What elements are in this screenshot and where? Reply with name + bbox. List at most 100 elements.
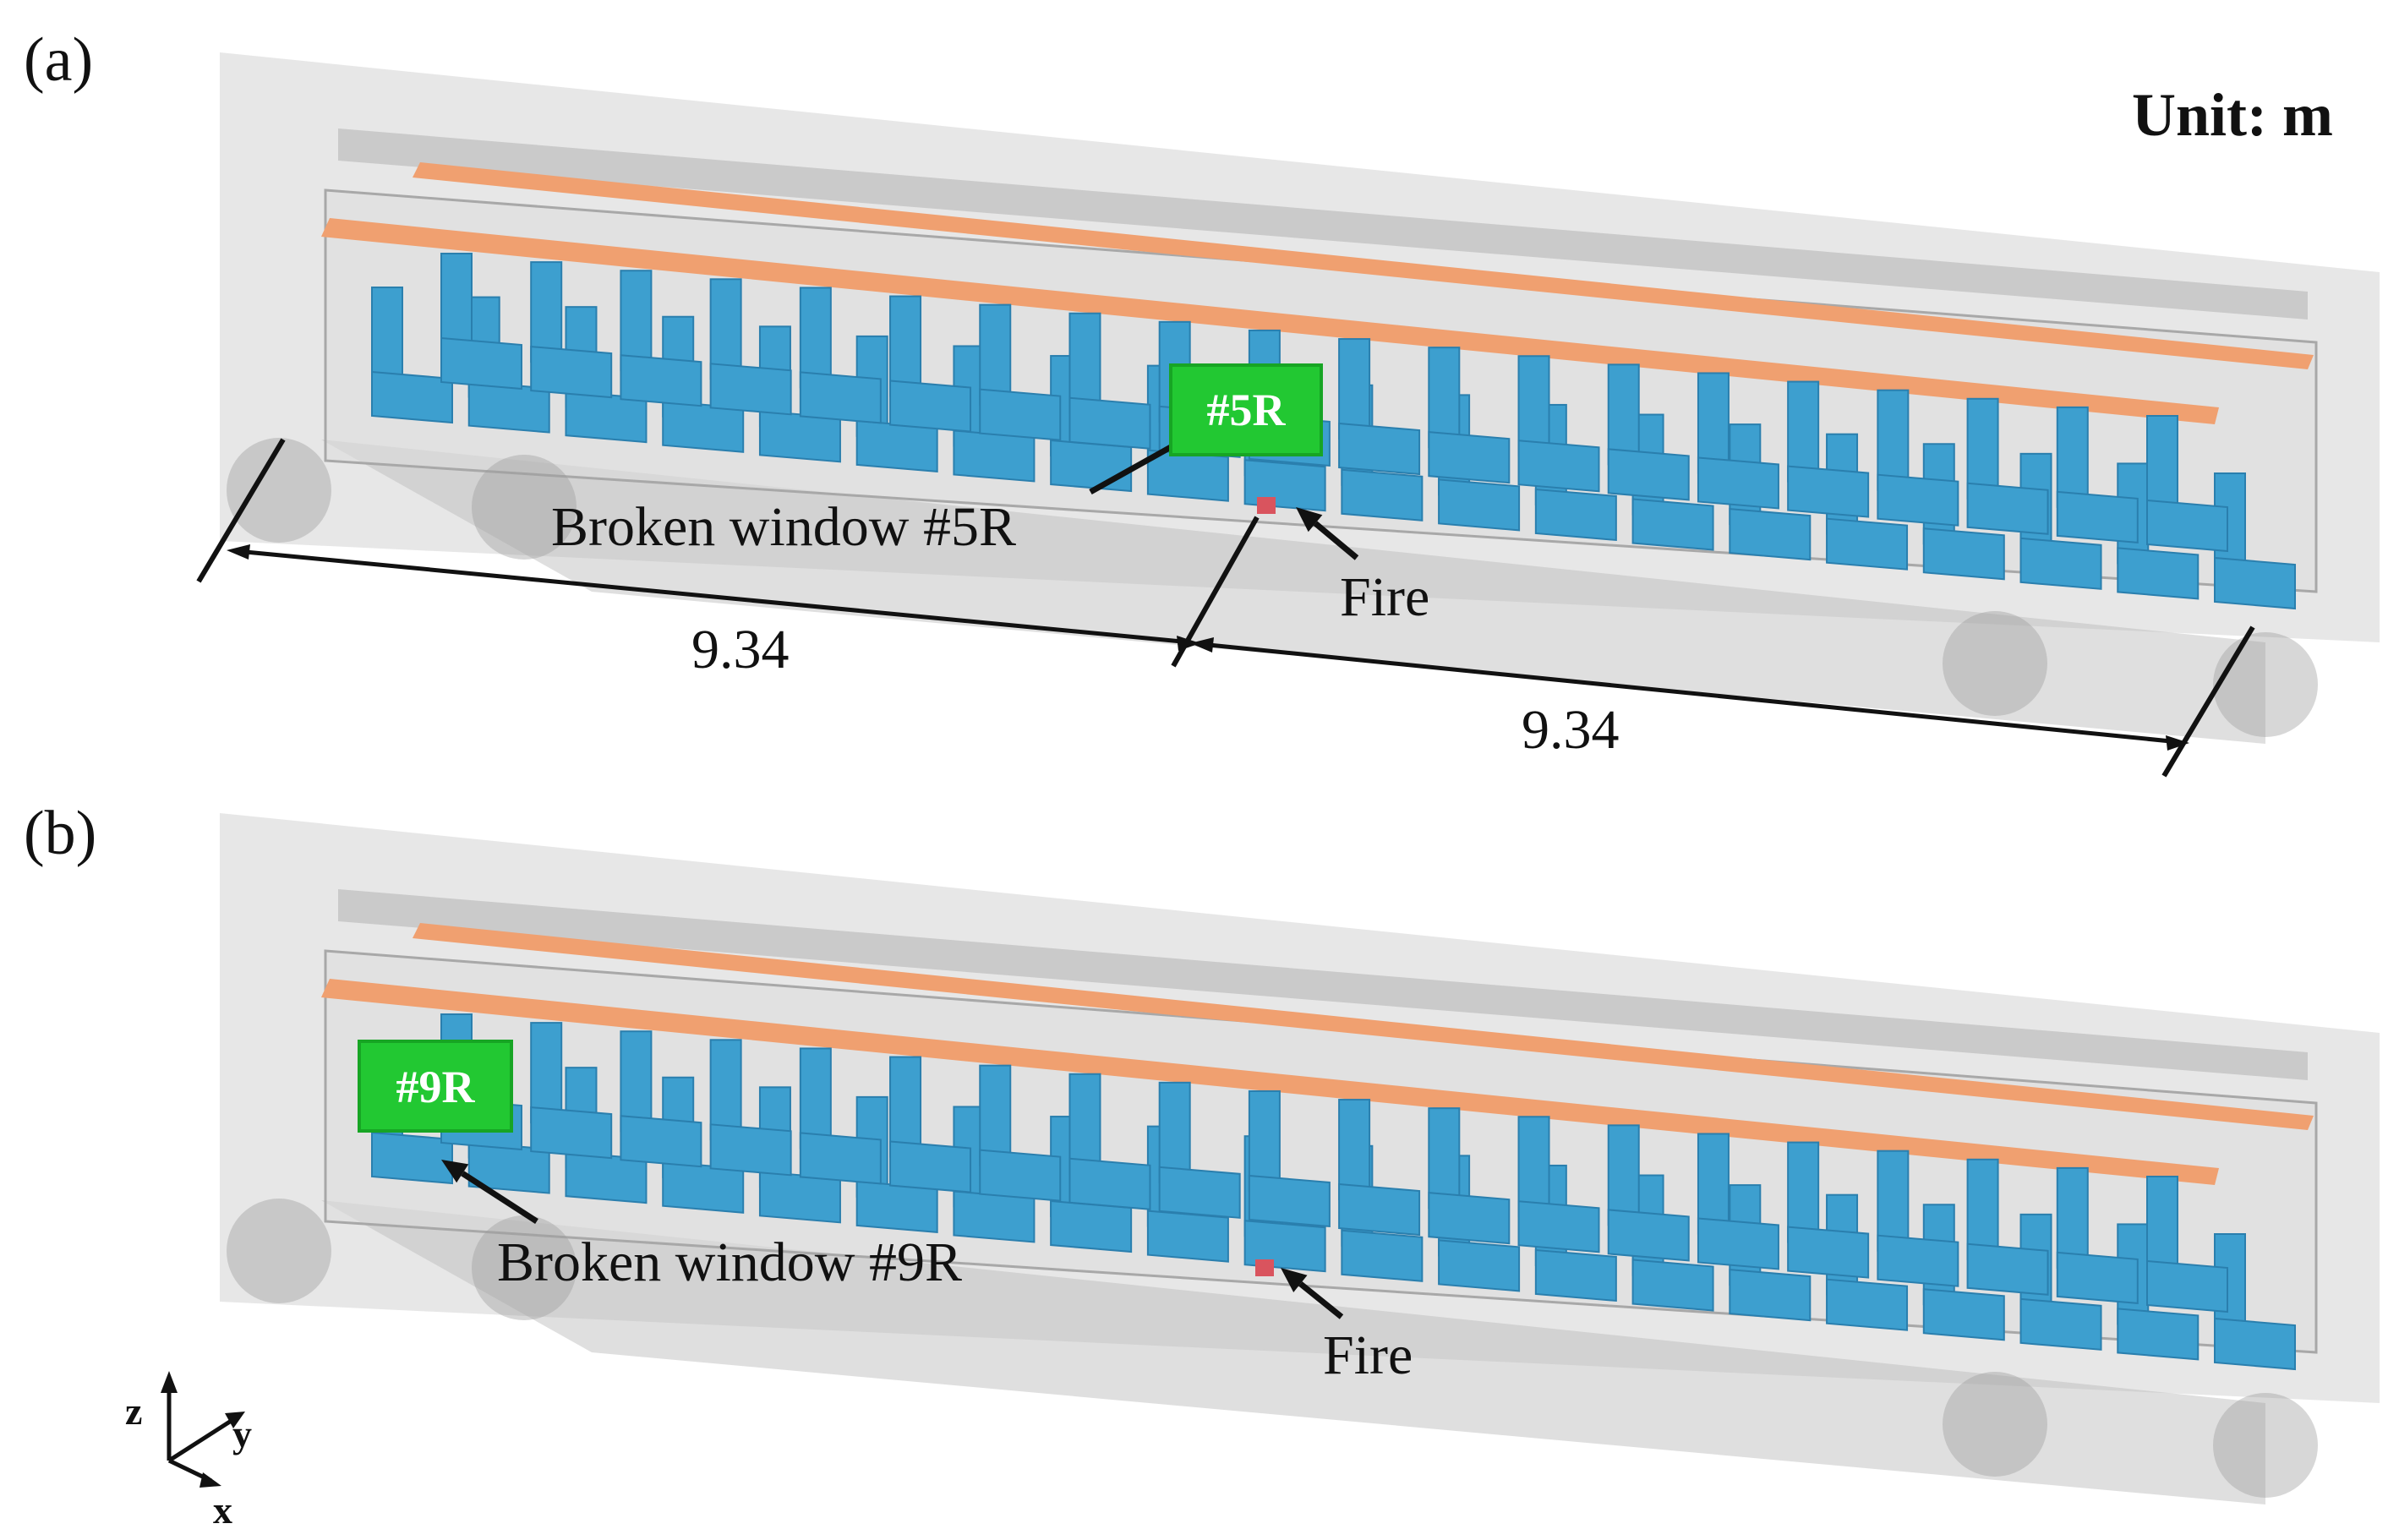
seat-cushion: [1787, 1226, 1870, 1279]
ceiling-strip-back-a: [413, 162, 2314, 369]
car-skirt-a: [321, 440, 2265, 744]
seat-cushion: [1826, 1278, 1909, 1331]
seat: [1697, 372, 1779, 510]
seat-back: [1607, 363, 1640, 466]
seat-cushion: [1922, 527, 2005, 581]
car-skirt-b: [321, 1200, 2265, 1505]
seat-cushion: [1438, 1239, 1521, 1292]
seat-cushion: [1534, 488, 1617, 542]
seat-back: [440, 253, 473, 354]
seat: [1248, 1089, 1331, 1228]
arrow-to-window-9r: [441, 1160, 538, 1224]
wheel-b-2: [1943, 1372, 2047, 1477]
seat: [1517, 1116, 1600, 1253]
seat-cushion: [1966, 1242, 2049, 1296]
seat-back: [1338, 338, 1371, 440]
axis-triad: z y x: [125, 1371, 252, 1532]
seat-cushion: [1607, 448, 1690, 501]
seat-cushion: [1877, 473, 1959, 527]
seat-cushion: [709, 363, 792, 416]
ceiling-strip-front-b: [321, 979, 2219, 1185]
seat: [2214, 1233, 2296, 1371]
seat-cushion: [565, 390, 648, 444]
seat-back: [1248, 1089, 1281, 1192]
roof-band-a: [338, 128, 2308, 319]
arrow-to-window-9r-head: [441, 1160, 469, 1183]
panel-a: [196, 52, 2380, 778]
seat-cushion: [1428, 431, 1511, 484]
seat-cushion: [2056, 490, 2139, 543]
seat-cushion: [467, 1141, 550, 1194]
seat-cushion: [530, 346, 613, 399]
axis-z-label: z: [125, 1390, 142, 1433]
seat: [709, 278, 792, 416]
roof-band-b: [338, 889, 2308, 1080]
ceiling-strip-back-b: [413, 923, 2314, 1130]
seat: [799, 287, 882, 424]
seat-cushion: [1607, 1209, 1690, 1262]
seat-back: [530, 1022, 563, 1124]
seat-cushion: [1517, 1200, 1600, 1253]
seat: [1068, 312, 1151, 450]
extension-line-left: [196, 438, 286, 583]
seat-cushion: [1631, 498, 1714, 551]
seat: [530, 261, 613, 399]
seat-cushion: [2214, 556, 2296, 610]
axis-y-label: y: [232, 1412, 252, 1455]
seat-cushion: [620, 354, 702, 407]
arrow-to-fire-a-head: [1296, 507, 1323, 532]
seat-cushion: [2146, 1259, 2228, 1313]
seat-cushion: [2056, 1251, 2139, 1304]
seat-cushion: [1697, 1217, 1779, 1270]
seat-cushion: [1729, 508, 1812, 561]
seat: [979, 1064, 1062, 1202]
seat-back: [1068, 1073, 1101, 1175]
dimension-arrowhead: [1190, 637, 1214, 653]
dimension-line-right: [1200, 642, 2180, 745]
seat-back: [709, 1039, 742, 1141]
seat-cushion: [1050, 1199, 1133, 1253]
seat: [889, 295, 972, 433]
seat-cushion: [1243, 459, 1326, 512]
seat-back: [1966, 1158, 1999, 1260]
seat-back: [1697, 1133, 1730, 1235]
axis-x-label: x: [213, 1488, 232, 1532]
seat: [1787, 380, 1870, 518]
seat: [2056, 406, 2139, 543]
ceiling-strip-front-a: [321, 218, 2219, 424]
seat-back: [889, 295, 922, 397]
seat-cushion: [889, 380, 972, 433]
seat-back: [1787, 380, 1820, 483]
seat: [440, 253, 522, 390]
seat-cushion: [1438, 478, 1521, 532]
seat-back: [1158, 1081, 1191, 1183]
seat-cushion: [1146, 449, 1229, 502]
seat-cushion: [1338, 422, 1421, 476]
arrow-to-fire-b-shaft: [1298, 1281, 1344, 1319]
fire-marker-a: [1257, 497, 1276, 514]
dimension-line-left: [236, 549, 1191, 645]
panel-a-tag: (a): [24, 25, 93, 95]
seat-cushion: [2117, 547, 2200, 600]
seat-cushion: [1338, 1182, 1421, 1237]
dimension-left: 9.34: [691, 619, 790, 680]
seat: [1607, 1124, 1690, 1262]
seat-cushion: [440, 336, 522, 390]
window-badge-9r-text: #9R: [396, 1062, 476, 1112]
arrow-to-fire-a-shaft: [1313, 521, 1359, 560]
seat: [1338, 1099, 1421, 1237]
window-badge-9r: [358, 1040, 513, 1133]
seat: [371, 287, 453, 424]
seat: [889, 1056, 972, 1193]
seat: [1338, 338, 1421, 476]
wheel-b-3: [2213, 1393, 2318, 1498]
seat-cushion: [1729, 1269, 1812, 1322]
seat-cushion: [1697, 456, 1779, 510]
seat: [2146, 1176, 2228, 1313]
seat-back: [1428, 1107, 1461, 1210]
seat-cushion: [953, 1190, 1036, 1243]
seat: [1607, 363, 1690, 501]
seat-back: [620, 270, 653, 372]
seat-back: [979, 1064, 1012, 1166]
seat-cushion: [565, 1151, 648, 1204]
